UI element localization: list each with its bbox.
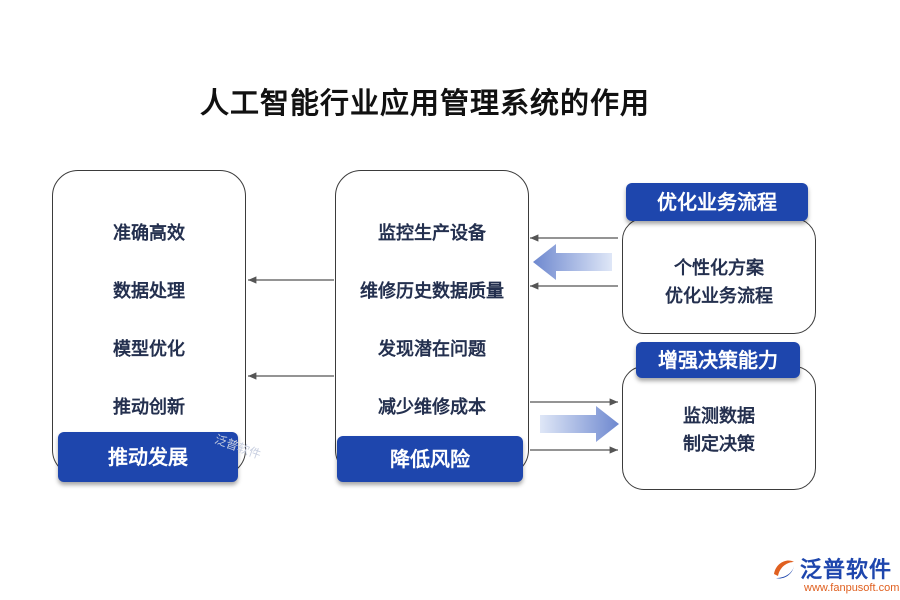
left-panel: 准确高效 数据处理 模型优化 推动创新 — [52, 170, 246, 476]
logo-name: 泛普软件 — [800, 558, 893, 583]
fanpu-logo-icon — [774, 560, 794, 579]
right-bottom-header: 增强决策能力 — [636, 342, 800, 378]
right-bottom-panel: 监测数据 制定决策 — [622, 366, 816, 490]
center-item-4: 减少维修成本 — [378, 397, 486, 418]
right-bottom-line-1: 监测数据 — [683, 406, 755, 427]
left-item-1: 准确高效 — [113, 223, 185, 244]
center-item-3: 发现潜在问题 — [378, 339, 486, 360]
big-arrow-right — [540, 406, 619, 442]
right-top-line-2: 优化业务流程 — [665, 286, 773, 307]
center-item-2: 维修历史数据质量 — [360, 281, 504, 302]
left-item-4: 推动创新 — [113, 397, 185, 418]
right-bottom-line-2: 制定决策 — [683, 434, 755, 455]
center-badge: 降低风险 — [337, 436, 523, 482]
right-top-line-1: 个性化方案 — [674, 258, 764, 279]
page-title: 人工智能行业应用管理系统的作用 — [200, 86, 651, 120]
left-item-2: 数据处理 — [113, 281, 185, 302]
big-arrow-left — [533, 244, 612, 280]
left-item-3: 模型优化 — [113, 339, 185, 360]
center-panel: 监控生产设备 维修历史数据质量 发现潜在问题 减少维修成本 — [335, 170, 529, 476]
right-top-header: 优化业务流程 — [626, 183, 808, 221]
logo-url: www.fanpusoft.com — [804, 582, 900, 594]
center-item-1: 监控生产设备 — [378, 223, 486, 244]
right-top-panel: 个性化方案 优化业务流程 — [622, 218, 816, 334]
left-badge: 推动发展 — [58, 432, 238, 482]
